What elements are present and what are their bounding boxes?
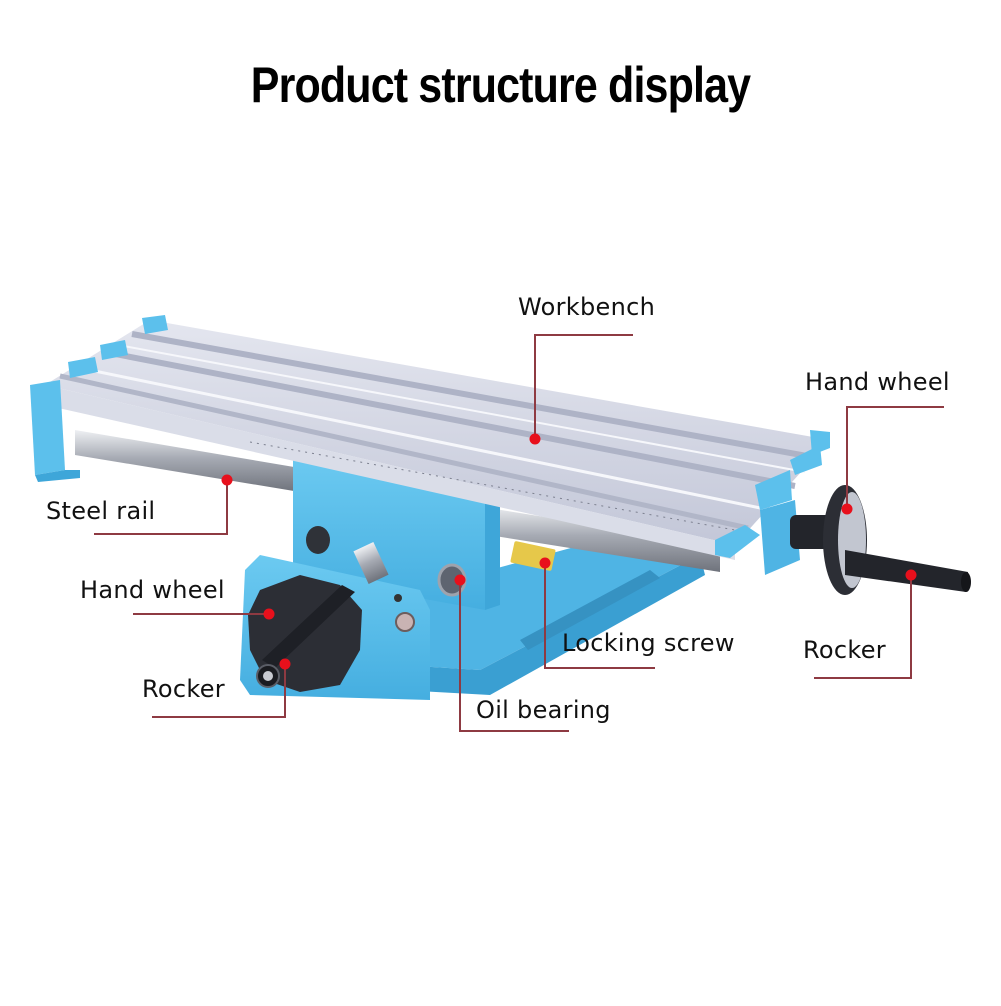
callout-label-rocker-right: Rocker [803,636,886,664]
callout-label-steel-rail: Steel rail [46,497,156,525]
callout-dot-rocker-left [279,658,291,670]
callout-dot-workbench [529,433,541,445]
leader-line-oil-bearing [459,730,569,732]
callout-dot-hand-wheel-left [263,608,275,620]
leader-line-steel-rail [94,533,227,535]
callout-label-hand-wheel-right: Hand wheel [805,368,950,396]
leader-line-rocker-left [152,716,286,718]
callout-label-rocker-left: Rocker [142,675,225,703]
workbench-top [30,315,830,575]
leader-line-workbench [534,334,633,336]
leader-line-hand-wheel-right [846,406,944,408]
leader-line-locking-screw [544,667,655,669]
leader-line-hand-wheel-left [133,613,269,615]
leader-line-oil-bearing-v [459,580,461,732]
callout-dot-locking-screw [539,557,551,569]
leader-line-rocker-left-v [284,664,286,718]
callout-dot-oil-bearing [454,574,466,586]
callout-label-oil-bearing: Oil bearing [476,696,611,724]
callout-dot-rocker-right [905,569,917,581]
callout-label-workbench: Workbench [518,293,656,321]
leader-line-hand-wheel-right-v [846,406,848,508]
leader-line-rocker-right [814,677,912,679]
steel-rails [75,430,720,572]
left-hand-wheel [248,575,362,692]
leader-line-workbench-v [534,334,536,438]
callout-dot-steel-rail [221,474,233,486]
right-hand-wheel [790,485,971,595]
page-title: Product structure display [250,57,751,113]
leader-line-locking-screw-v [544,563,546,669]
callout-dot-hand-wheel-right [841,503,853,515]
callout-label-locking-screw: Locking screw [562,629,735,657]
leader-line-rocker-right-v [910,575,912,679]
leader-line-steel-rail-v [226,480,228,535]
callout-label-hand-wheel-left: Hand wheel [80,576,225,604]
front-rods [306,526,467,597]
saddle-block [293,455,500,610]
